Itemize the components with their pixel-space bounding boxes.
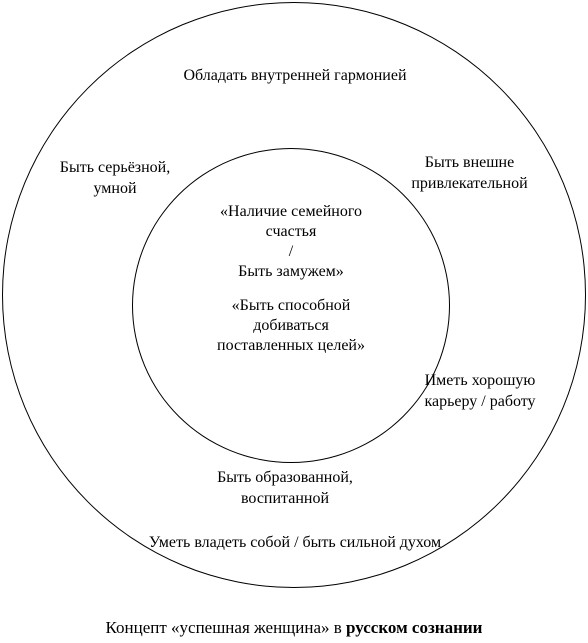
label-serious-smart-line-2: умной	[93, 180, 137, 197]
label-educated-line-2: воспитанной	[240, 490, 330, 507]
inner-family-line-1: «Наличие семейного	[220, 203, 362, 220]
label-self-control: Уметь владеть собой / быть сильной духом	[148, 534, 442, 551]
caption-prefix: Концепт «успешная женщина» в	[105, 618, 347, 637]
label-educated: Быть образованной, воспитанной	[160, 467, 410, 509]
label-educated-line-1: Быть образованной,	[217, 469, 353, 486]
inner-goals-line-2: добиваться	[253, 317, 329, 334]
inner-core-text: «Наличие семейного счастья / Быть замуже…	[160, 202, 422, 356]
label-serious-smart: Быть серьёзной, умной	[30, 157, 200, 199]
outer-circle	[2, 2, 586, 588]
label-attractive-line-2: привлекательной	[411, 175, 528, 192]
label-career-line-2: карьеру / работу	[424, 393, 536, 410]
figure-caption: Концепт «успешная женщина» в русском соз…	[0, 617, 588, 639]
label-attractive: Быть внешне привлекательной	[382, 152, 557, 194]
label-career: Иметь хорошую карьеру / работу	[400, 370, 560, 412]
inner-gap	[160, 282, 422, 296]
label-attractive-line-1: Быть внешне	[424, 154, 515, 171]
label-inner-harmony: Обладать внутренней гармонией	[183, 67, 407, 84]
label-serious-smart-line-1: Быть серьёзной,	[59, 159, 171, 176]
label-career-line-1: Иметь хорошую	[424, 372, 536, 389]
caption-bold: русском сознании	[346, 618, 483, 637]
inner-circle	[132, 148, 450, 463]
inner-family-separator: /	[288, 243, 294, 260]
inner-goals-line-1: «Быть способной	[231, 297, 351, 314]
concept-diagram: Обладать внутренней гармонией Быть серьё…	[2, 2, 586, 588]
inner-family-line-3: Быть замужем»	[238, 263, 344, 280]
inner-goals-line-3: поставленных целей»	[217, 337, 365, 354]
inner-family-line-2: счастья	[265, 223, 317, 240]
